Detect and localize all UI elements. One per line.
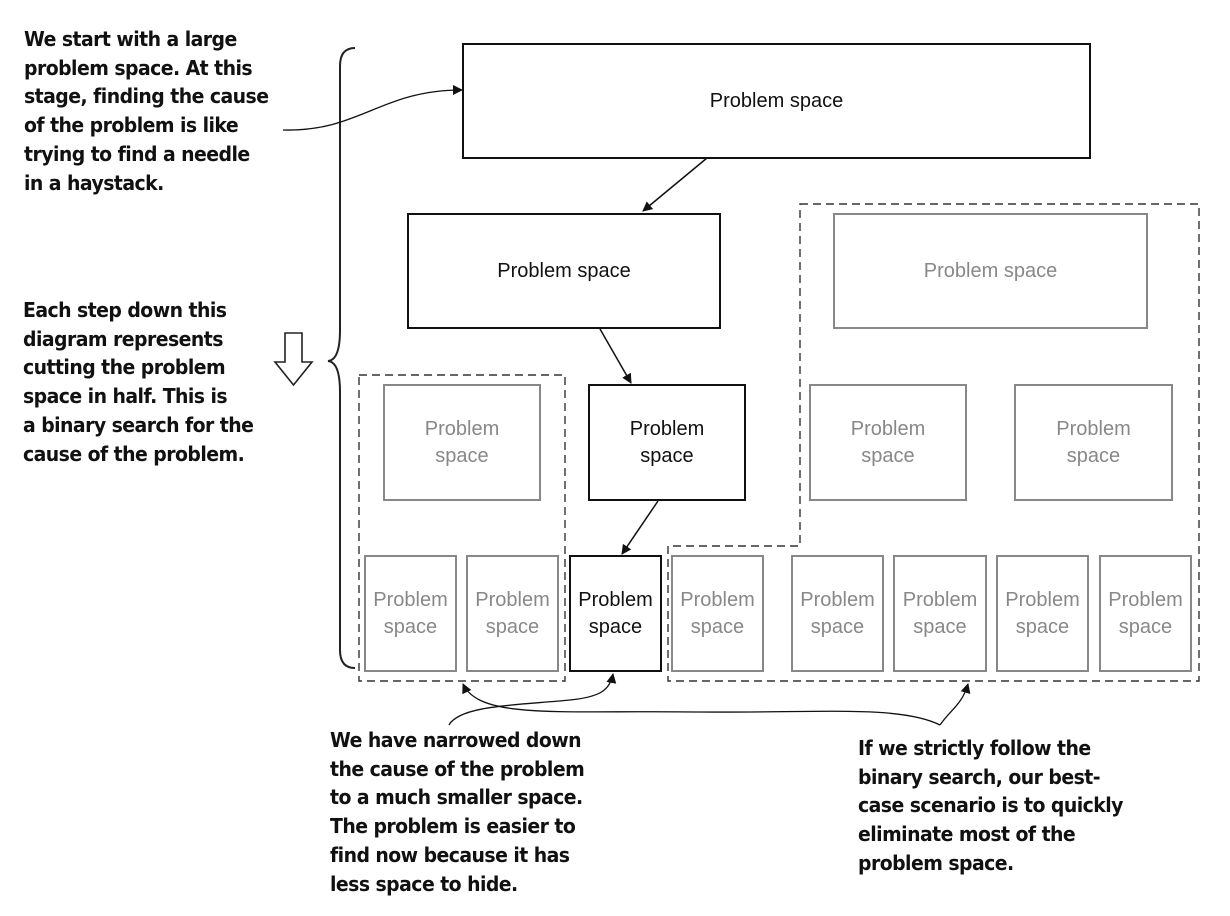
problem-space-level3-5: Problem space bbox=[791, 555, 884, 672]
problem-space-level1-left: Problem space bbox=[407, 213, 721, 329]
problem-space-level3-4: Problem space bbox=[671, 555, 764, 672]
box-label: Problem space bbox=[680, 588, 755, 638]
hollow-down-arrow-icon bbox=[273, 332, 314, 387]
eliminated-group-right bbox=[667, 203, 1200, 682]
problem-space-level3-1: Problem space bbox=[364, 555, 457, 672]
problem-space-level3-6: Problem space bbox=[893, 555, 987, 672]
box-label: Problem space bbox=[629, 417, 705, 467]
box-label: Problem space bbox=[1005, 588, 1080, 638]
problem-space-level3-7: Problem space bbox=[996, 555, 1089, 672]
box-label: Problem space bbox=[923, 259, 1058, 282]
eliminated-group-left bbox=[358, 374, 566, 682]
problem-space-level2-1: Problem space bbox=[383, 384, 541, 501]
box-label: Problem space bbox=[475, 588, 550, 638]
box-label: Problem space bbox=[902, 588, 978, 638]
arrow-level0-to-level1 bbox=[642, 157, 708, 212]
problem-space-level0: Problem space bbox=[462, 43, 1091, 159]
box-label: Problem space bbox=[800, 588, 875, 638]
box-label: Problem space bbox=[709, 89, 844, 112]
problem-space-level3-3: Problem space bbox=[569, 555, 662, 672]
arrow-narrowed-to-active bbox=[448, 673, 617, 726]
box-label: Problem space bbox=[373, 588, 448, 638]
problem-space-level1-right: Problem space bbox=[833, 213, 1148, 329]
problem-space-level2-3: Problem space bbox=[809, 384, 967, 501]
problem-space-level3-2: Problem space bbox=[466, 555, 559, 672]
arrow-annotation-to-top bbox=[282, 85, 463, 131]
annotation-narrowed-down: We have narrowed down the cause of the p… bbox=[330, 728, 585, 896]
arrow-level1-to-level2 bbox=[599, 328, 632, 384]
curly-brace bbox=[327, 47, 356, 669]
arrow-bestcase-to-left-group bbox=[462, 683, 941, 726]
annotation-best-case: If we strictly follow the binary search,… bbox=[858, 736, 1123, 875]
problem-space-level2-2: Problem space bbox=[588, 384, 746, 501]
box-label: Problem space bbox=[850, 417, 926, 467]
box-label: Problem space bbox=[424, 417, 500, 467]
problem-space-level2-4: Problem space bbox=[1014, 384, 1173, 501]
annotation-large-problem-space: We start with a large problem space. At … bbox=[24, 27, 269, 195]
box-label: Problem space bbox=[497, 259, 631, 282]
arrow-level2-to-level3 bbox=[621, 500, 659, 555]
box-label: Problem space bbox=[1056, 417, 1131, 467]
problem-space-level3-8: Problem space bbox=[1099, 555, 1192, 672]
annotation-each-step: Each step down this diagram represents c… bbox=[23, 298, 254, 466]
arrow-bestcase-to-right-group bbox=[939, 683, 971, 726]
box-label: Problem space bbox=[1108, 588, 1183, 638]
box-label: Problem space bbox=[578, 588, 653, 638]
